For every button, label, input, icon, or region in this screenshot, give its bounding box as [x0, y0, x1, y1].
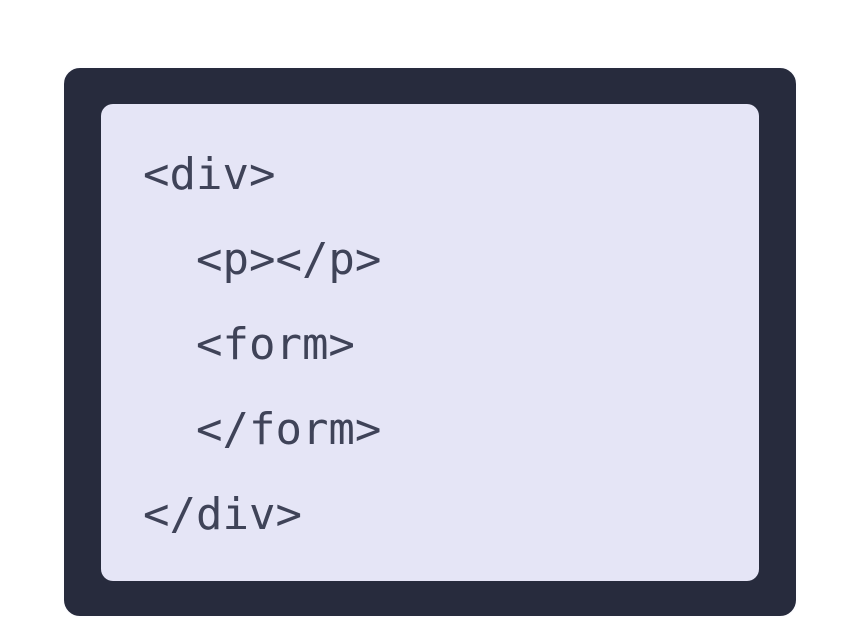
- code-line-form-close: </form>: [143, 404, 382, 455]
- code-panel: <div> <p></p> <form> </form> </div>: [101, 104, 759, 581]
- code-line-p: <p></p>: [143, 234, 382, 285]
- code-line-form-open: <form>: [143, 319, 355, 370]
- code-line-div-close: </div>: [143, 489, 302, 540]
- code-line-div-open: <div>: [143, 149, 276, 200]
- code-block: <div> <p></p> <form> </form> </div>: [101, 104, 759, 557]
- code-card: <div> <p></p> <form> </form> </div>: [62, 66, 798, 618]
